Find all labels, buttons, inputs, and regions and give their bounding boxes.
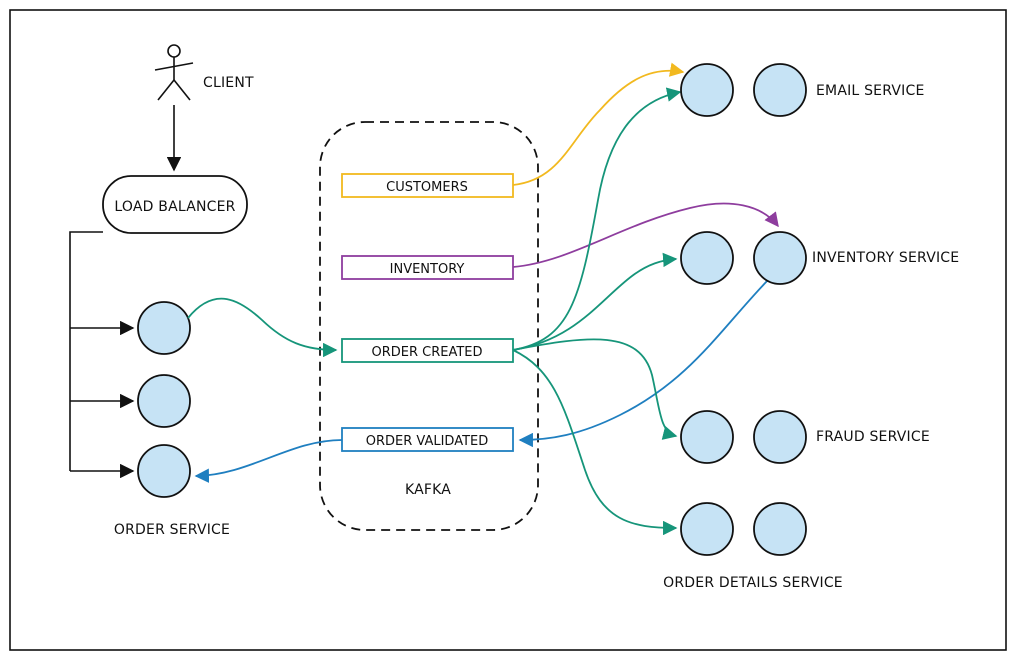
inventory-service-node-2 — [753, 231, 807, 285]
flow-created-to-fraud — [512, 338, 678, 440]
order-details-service-node-1 — [680, 502, 734, 556]
load-balancer-label: LOAD BALANCER — [114, 199, 235, 215]
email-service-node-1 — [680, 63, 734, 117]
lb-bus-line — [69, 231, 103, 471]
order-details-service-node-2 — [753, 502, 807, 556]
flow-inventory-to-inventory-service — [512, 202, 779, 268]
topic-customers-box — [341, 173, 514, 198]
fraud-service-label: FRAUD SERVICE — [816, 429, 930, 445]
order-service-node-2 — [137, 374, 191, 428]
topic-inventory-label: INVENTORY — [390, 262, 465, 277]
inventory-service-node-1 — [680, 231, 734, 285]
load-balancer-box — [102, 175, 248, 234]
order-details-service-label: ORDER DETAILS SERVICE — [663, 575, 843, 591]
flow-created-to-email — [512, 87, 682, 351]
inventory-service-label: INVENTORY SERVICE — [812, 250, 959, 266]
flow-order-to-created — [187, 297, 338, 358]
client-actor-icon — [154, 44, 194, 101]
flow-validated-to-order — [194, 439, 343, 483]
kafka-cluster-box — [319, 121, 539, 531]
flow-created-to-order-details — [512, 349, 678, 536]
topic-order-validated-label: ORDER VALIDATED — [366, 434, 489, 449]
kafka-label: KAFKA — [405, 482, 451, 498]
client-label: CLIENT — [203, 75, 254, 91]
flow-customers-to-email — [512, 62, 685, 186]
email-service-node-2 — [753, 63, 807, 117]
fraud-service-node-2 — [753, 410, 807, 464]
topic-inventory-box — [341, 255, 514, 280]
topic-customers-label: CUSTOMERS — [386, 180, 468, 195]
flow-inventory-service-to-validated — [518, 279, 769, 448]
flow-created-to-inventory — [512, 252, 678, 351]
order-service-node-1 — [137, 301, 191, 355]
fraud-service-node-1 — [680, 410, 734, 464]
email-service-label: EMAIL SERVICE — [816, 83, 925, 99]
order-service-node-3 — [137, 444, 191, 498]
order-service-label: ORDER SERVICE — [114, 522, 230, 538]
topic-order-created-label: ORDER CREATED — [371, 345, 482, 360]
